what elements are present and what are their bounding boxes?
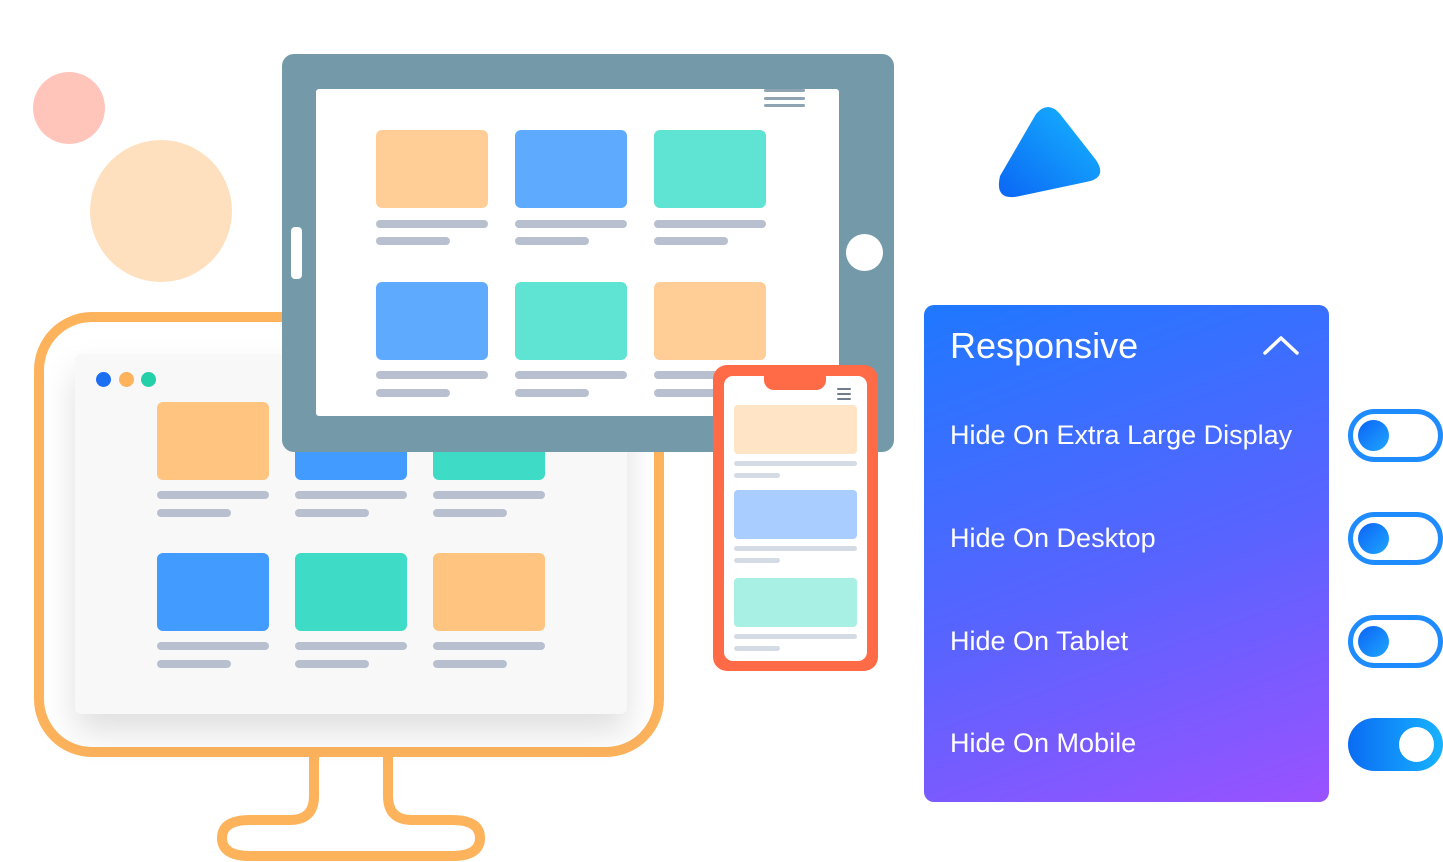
phone-card: [734, 405, 857, 454]
tablet-card: [515, 130, 627, 208]
desktop-card: [295, 553, 407, 631]
hide-on-mobile-toggle[interactable]: [1348, 718, 1443, 771]
tablet-card: [515, 282, 627, 360]
placeholder-line: [376, 220, 488, 228]
placeholder-line: [515, 220, 627, 228]
placeholder-line: [433, 642, 545, 650]
desktop-card: [433, 553, 545, 631]
window-dot-blue: [96, 372, 111, 387]
decorative-triangle-icon: [998, 107, 1101, 198]
phone-card: [734, 490, 857, 539]
placeholder-line: [734, 546, 857, 551]
toggle-knob: [1358, 626, 1389, 657]
decorative-pink-circle: [33, 72, 105, 144]
placeholder-line: [376, 237, 450, 245]
toggle-knob: [1358, 420, 1389, 451]
placeholder-line: [157, 642, 269, 650]
placeholder-line: [734, 558, 780, 563]
tablet-screen: [316, 89, 839, 416]
placeholder-line: [433, 660, 507, 668]
phone-screen: [724, 376, 867, 661]
placeholder-line: [654, 371, 766, 379]
hide-on-extra-large-display-label: Hide On Extra Large Display: [950, 420, 1293, 450]
desktop-monitor-stand: [217, 748, 485, 861]
window-dot-orange: [119, 372, 134, 387]
hide-on-tablet-label: Hide On Tablet: [950, 626, 1129, 656]
hide-on-desktop-label: Hide On Desktop: [950, 523, 1156, 553]
placeholder-line: [654, 237, 728, 245]
responsive-panel: Responsive Hide On Extra Large Display H…: [924, 305, 1329, 802]
chevron-up-icon[interactable]: [1261, 333, 1301, 357]
placeholder-line: [376, 389, 450, 397]
placeholder-line: [433, 509, 507, 517]
hide-on-extra-large-display-toggle[interactable]: [1348, 409, 1443, 462]
placeholder-line: [295, 509, 369, 517]
tablet-card: [376, 130, 488, 208]
placeholder-line: [734, 634, 857, 639]
phone-card: [734, 578, 857, 627]
placeholder-line: [734, 461, 857, 466]
placeholder-line: [157, 509, 231, 517]
tablet-home-button: [846, 234, 883, 271]
placeholder-line: [157, 660, 231, 668]
placeholder-line: [157, 491, 269, 499]
placeholder-line: [295, 642, 407, 650]
desktop-card: [157, 402, 269, 480]
tablet-card: [654, 282, 766, 360]
panel-title: Responsive: [950, 325, 1139, 366]
hide-on-tablet-toggle[interactable]: [1348, 615, 1443, 668]
tablet-side-slot: [291, 227, 302, 279]
placeholder-line: [515, 237, 589, 245]
toggle-knob: [1358, 523, 1389, 554]
hide-on-mobile-label: Hide On Mobile: [950, 728, 1137, 758]
placeholder-line: [654, 220, 766, 228]
placeholder-line: [295, 660, 369, 668]
window-dot-green: [141, 372, 156, 387]
placeholder-line: [515, 371, 627, 379]
placeholder-line: [376, 371, 488, 379]
tablet-card: [654, 130, 766, 208]
placeholder-line: [433, 491, 545, 499]
placeholder-line: [654, 389, 728, 397]
desktop-card: [157, 553, 269, 631]
placeholder-line: [295, 491, 407, 499]
hide-on-desktop-toggle[interactable]: [1348, 512, 1443, 565]
placeholder-line: [515, 389, 589, 397]
tablet-card: [376, 282, 488, 360]
decorative-peach-circle: [90, 140, 232, 282]
toggle-knob: [1399, 727, 1434, 762]
placeholder-line: [734, 646, 780, 651]
placeholder-line: [734, 473, 780, 478]
phone-notch: [764, 376, 826, 390]
